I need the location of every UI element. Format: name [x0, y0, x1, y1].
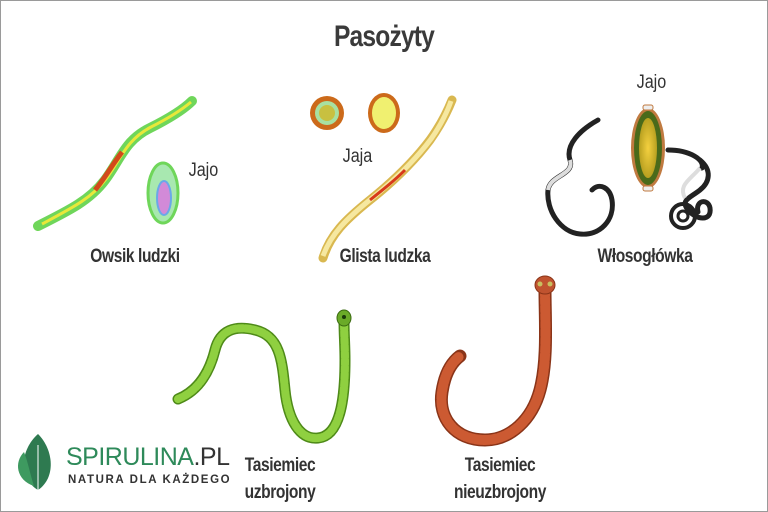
- unarmed-tapeworm-illustration: [434, 275, 556, 447]
- pinworm-illustration: [33, 96, 197, 231]
- logo-tld: .PL: [193, 443, 230, 471]
- pinworm-label: Owsik ludzki: [90, 246, 180, 267]
- leaf-icon: [18, 434, 51, 492]
- roundworm-label: Glista ludzka: [339, 246, 431, 267]
- whipworm-illustration: [545, 104, 713, 237]
- whipworm-label: Włosogłówka: [597, 246, 693, 267]
- roundworm-egg-label: Jaja: [342, 146, 373, 167]
- armed-tapeworm-label-line1: Tasiemiec: [244, 455, 316, 476]
- unarmed-tapeworm-label-line1: Tasiemiec: [464, 455, 536, 476]
- roundworm-illustration: [310, 93, 457, 263]
- logo-tagline: NATURA DLA KAŻDEGO: [68, 474, 232, 486]
- pinworm-egg-label: Jajo: [188, 160, 219, 181]
- armed-tapeworm-illustration: [172, 309, 352, 444]
- logo-brand: SPIRULINA: [66, 443, 194, 471]
- page-title: Pasożyty: [333, 20, 435, 53]
- armed-tapeworm-label-line2: uzbrojony: [244, 482, 316, 503]
- whipworm-egg-label: Jajo: [636, 72, 667, 93]
- unarmed-tapeworm-label-line2: nieuzbrojony: [453, 482, 547, 503]
- logo-wordmark: SPIRULINA.PL: [66, 443, 230, 472]
